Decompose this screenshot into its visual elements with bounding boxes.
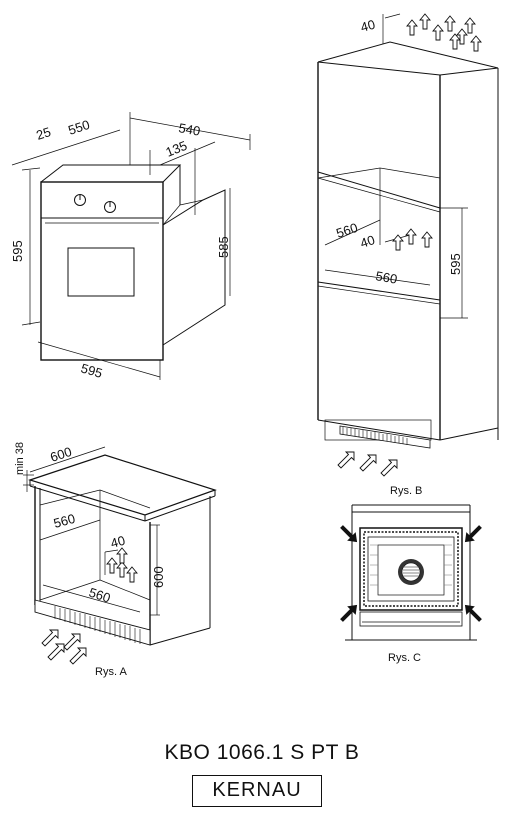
dim-550-label: 550: [66, 117, 91, 138]
dim-b-560-depth-label: 560: [334, 220, 359, 241]
brand-logo: KERNAU: [192, 775, 322, 807]
dim-b-40-top-label: 40: [359, 17, 377, 35]
airflow-arrow-icon: [432, 24, 444, 41]
dim-595-width-label: 595: [79, 360, 104, 380]
airflow-arrow-icon: [47, 643, 65, 661]
dim-540-label: 540: [177, 120, 201, 139]
figure-b-cabinet: [317, 13, 499, 477]
airflow-arrow-icon: [456, 28, 468, 45]
oven-drawing: [11, 112, 251, 380]
dim-a-600-width-label: 600: [48, 444, 73, 465]
oven-window: [67, 247, 135, 297]
dim-b-595-label: 595: [448, 253, 463, 275]
arrow-icon: [337, 522, 362, 547]
dim-b-40-label: 40: [358, 232, 376, 251]
airflow-arrow-icon: [337, 451, 355, 469]
arrow-icon: [460, 522, 485, 547]
airflow-arrow-icon: [126, 566, 138, 583]
figure-b-caption: Rys. B: [390, 485, 422, 497]
airflow-arrow-icon: [116, 561, 128, 578]
oven-front: [40, 181, 164, 361]
knob-icon: [74, 194, 86, 206]
dim-a-min38-label: min 38: [14, 442, 26, 475]
airflow-arrow-icon: [405, 228, 417, 245]
dim-a-40-label: 40: [109, 533, 127, 551]
dim-a-600-height-label: 600: [151, 566, 166, 588]
knob-icon: [104, 201, 116, 213]
airflow-arrow-icon: [444, 15, 456, 32]
airflow-arrow-icon: [380, 459, 398, 477]
arrow-icon: [337, 600, 362, 625]
airflow-arrow-icon: [419, 13, 431, 30]
airflow-arrow-icon: [470, 35, 482, 52]
dim-b-560-width-label: 560: [374, 268, 398, 287]
airflow-arrow-icon: [116, 547, 128, 564]
arrow-icon: [460, 600, 485, 625]
figure-a-cabinet: [23, 446, 217, 665]
dim-595-height-label: 595: [10, 240, 25, 262]
dim-a-560-depth-label: 560: [52, 511, 77, 531]
airflow-arrow-icon: [106, 557, 118, 574]
airflow-arrow-icon: [421, 231, 433, 248]
airflow-arrow-icon: [464, 17, 476, 34]
figure-c-front-view: [337, 504, 485, 641]
model-name: KBO 1066.1 S PT B: [164, 741, 360, 764]
dim-25-label: 25: [34, 124, 52, 143]
dim-a-560-width-label: 560: [87, 585, 112, 606]
dim-135-label: 135: [164, 138, 190, 160]
figure-a-caption: Rys. A: [95, 666, 127, 678]
airflow-arrow-icon: [449, 33, 461, 50]
airflow-arrow-icon: [359, 454, 377, 472]
dim-585-label: 585: [216, 236, 231, 258]
figure-c-caption: Rys. C: [388, 652, 421, 664]
airflow-arrow-icon: [69, 647, 87, 665]
airflow-arrow-icon: [406, 19, 418, 36]
